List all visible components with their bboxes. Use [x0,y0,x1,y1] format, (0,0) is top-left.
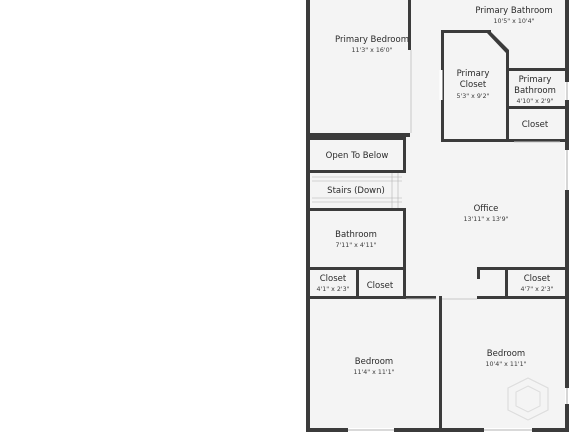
wall-bedroom-top-left [406,296,436,299]
label-primary-closet-line2: Closet [460,80,487,90]
watermark-inner-icon [515,385,541,413]
wall-closet-angle [487,30,509,53]
wall-upper-closet-bottom [509,139,565,142]
wall-open-bottom [310,170,406,173]
label-bathroom: Bathroom [335,230,377,240]
wall-open-right [403,137,406,173]
dims-primary-closet: 5'3" x 9'2" [456,93,489,100]
label-primary-closet-line1: Primary [457,69,490,79]
windows [348,82,569,432]
label-primary-bathroom: Primary Bathroom [475,6,552,16]
wall-closet-top [441,30,491,33]
wall-closet-right-bottom [477,296,565,299]
label-closet-right: Closet [524,274,551,284]
wall-closet-mid-bottom [356,296,406,299]
label-bedroom-left: Bedroom [355,357,393,367]
wall-bath-right [403,208,406,270]
wall-small-bath-top [509,68,565,71]
label-stairs: Stairs (Down) [327,186,385,196]
label-open-to-below: Open To Below [326,151,389,161]
label-office: Office [474,204,499,214]
label-bedroom-right: Bedroom [487,349,525,359]
doors [406,50,560,300]
dims-closet-right: 4'7" x 2'3" [520,286,553,293]
wall-left-exterior [306,0,310,432]
label-small-bath-line2: Bathroom [514,86,556,96]
wall-primary-bedroom-bottom [306,133,410,137]
wall-closet-bottom [441,139,509,142]
wall-closet-right-top [477,267,565,270]
wall-open-top [310,137,406,140]
wall-bottom-exterior [306,428,569,432]
watermark-hexagon-icon [507,377,549,421]
wall-right-exterior-upper [565,0,569,150]
wall-primary-bedroom-right [408,0,411,50]
label-closet-mid: Closet [367,281,394,291]
stairs-treads [312,173,402,208]
floor-area [310,0,565,432]
dims-small-bath: 4'10" x 2'9" [516,98,553,105]
label-closet-left: Closet [320,274,347,284]
dims-bedroom-right: 10'4" x 11'1" [485,361,526,368]
wall-closet-right-divider [505,270,508,299]
dims-bathroom: 7'11" x 4'11" [335,242,376,249]
label-small-bath-line1: Primary [519,75,552,85]
room-labels: Primary Bedroom 11'3" x 16'0" Primary Ba… [316,6,555,376]
exterior-walls [306,0,569,432]
watermark-emblem [507,377,549,421]
wall-closet-mid-right [403,267,406,299]
wall-small-bath-bottom [509,106,565,109]
dims-closet-left: 4'1" x 2'3" [316,286,349,293]
label-upper-closet: Closet [522,120,549,130]
wall-bedroom-divider [439,296,442,432]
dims-primary-bedroom: 11'3" x 16'0" [351,47,392,54]
wall-closet-left-bottom [310,296,356,299]
wall-bath-top [310,208,406,211]
dims-primary-bathroom: 10'5" x 10'4" [493,18,534,25]
wall-closet-right [506,50,509,142]
dims-bedroom-left: 11'4" x 11'1" [353,369,394,376]
wall-closet-divider [356,267,359,299]
wall-right-exterior-lower [565,190,569,432]
floor-areas [310,0,565,432]
dims-office: 13'11" x 13'9" [463,216,508,223]
wall-closet-right-left [477,267,480,279]
label-primary-bedroom: Primary Bedroom [335,35,409,45]
